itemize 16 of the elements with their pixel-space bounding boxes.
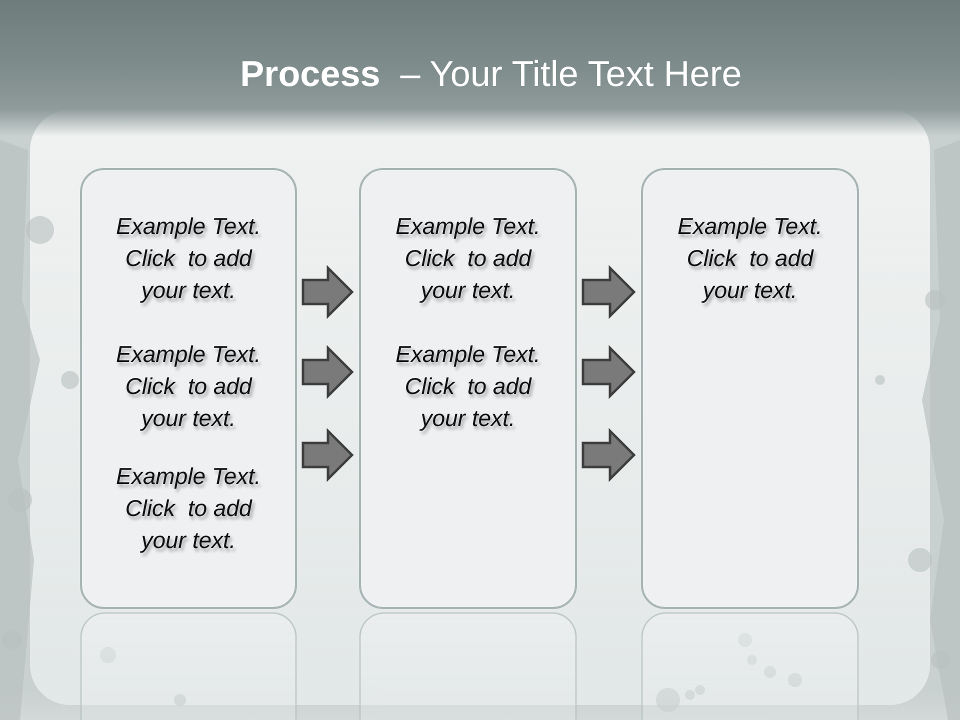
body-text: Example Text. Click to add your text. (115, 212, 262, 305)
rounded-panel (80, 168, 297, 609)
rounded-panel (359, 168, 577, 609)
rounded-panel (641, 168, 859, 609)
body-text: Example Text. Click to add your text. (676, 212, 824, 305)
body-text: Example Text. Click to add your text. (394, 340, 542, 433)
block-arrow (582, 428, 636, 482)
body-text: Example Text. Click to add your text. (115, 462, 262, 555)
block-arrow (302, 428, 354, 482)
block-arrow (582, 344, 636, 400)
body-text: Example Text. Click to add your text. (394, 212, 542, 305)
block-arrow (302, 264, 354, 320)
slide-title: Process – Your Title Text Here (239, 52, 743, 96)
block-arrow (582, 264, 636, 320)
body-text: Example Text. Click to add your text. (115, 340, 262, 433)
block-arrow (302, 344, 354, 400)
